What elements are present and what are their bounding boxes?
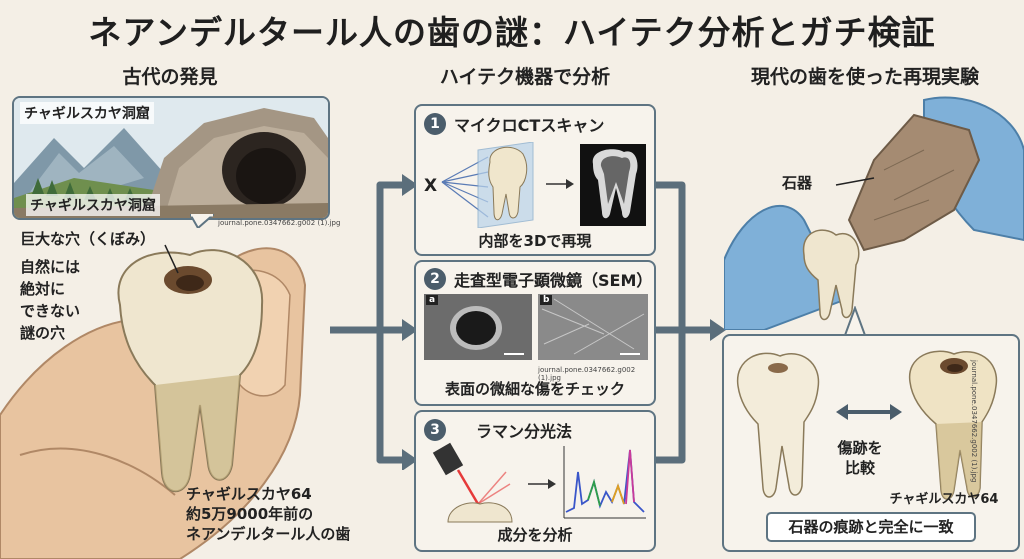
sem-image-b-label: b xyxy=(540,295,553,305)
compare-line-2: 比較 xyxy=(844,459,875,477)
xray-label: X xyxy=(424,176,438,196)
merge-arrows-right xyxy=(652,181,726,464)
sem-image-a-label: a xyxy=(426,295,439,305)
step-title-3: ラマン分光法 xyxy=(476,422,573,441)
comparison-specimen-label: チャギルスカヤ64 xyxy=(889,492,999,507)
raman-illustration xyxy=(432,442,646,523)
step-panel-sem: 2 走査型電子顕微鏡（SEM） a b journal.pone.0347662.… xyxy=(414,260,656,406)
cave-label-top: チャギルスカヤ洞窟 xyxy=(20,102,154,124)
section-heading-right: 現代の歯を使った再現実験 xyxy=(750,66,979,88)
result-box: 石器の痕跡と完全に一致 xyxy=(766,512,976,542)
step-panel-raman: 3 ラマン分光法 成分を分析 xyxy=(414,410,656,552)
bubble-tail xyxy=(190,214,214,228)
compare-line-1: 傷跡を xyxy=(837,439,883,457)
cave-panel: チャギルスカヤ洞窟 チャギルスカヤ洞窟 xyxy=(12,96,330,220)
cave-source: journal.pone.0347662.g002 (1).jpg xyxy=(218,219,341,227)
chagyrskaya-tooth xyxy=(909,350,998,500)
specimen-caption: チャギルスカヤ64 約5万9000年前の ネアンデルタール人の歯 xyxy=(186,484,386,544)
section-heading-left: 古代の発見 xyxy=(122,66,218,88)
specimen-line-1: チャギルスカヤ64 xyxy=(186,485,312,503)
step-caption-1: 内部を3Dで再現 xyxy=(478,232,592,250)
specimen-line-3: ネアンデルタール人の歯 xyxy=(186,525,351,543)
step-panel-micro-ct: 1 マイクロCTスキャン X 内部を3Dで再現 xyxy=(414,104,656,256)
step-caption-3: 成分を分析 xyxy=(497,526,573,544)
specimen-line-2: 約5万9000年前の xyxy=(186,505,314,523)
compare-label: 傷跡を 比較 xyxy=(824,438,896,478)
comparison-panel: 傷跡を 比較 journal.pone.0347662.g002 (1).jpg… xyxy=(722,334,1020,552)
step-title-1: マイクロCTスキャン xyxy=(454,116,605,135)
modern-tooth xyxy=(737,352,820,498)
page-title: ネアンデルタール人の歯の謎：ハイテク分析とガチ検証 xyxy=(88,13,936,52)
note-line-2: 絶対に xyxy=(20,280,66,298)
tooth-comparison xyxy=(737,350,998,500)
note-line-4: 謎の穴 xyxy=(20,324,66,342)
hand-holding-tooth xyxy=(0,244,307,559)
ancient-tooth xyxy=(117,249,264,493)
stone-tool-experiment xyxy=(724,96,1024,330)
step-caption-2: 表面の微細な傷をチェック xyxy=(444,380,625,398)
comparison-source: journal.pone.0347662.g002 (1).jpg xyxy=(970,360,978,483)
note-line-1: 自然には xyxy=(20,258,81,276)
sem-source: journal.pone.0347662.g002 (1).jpg xyxy=(538,366,636,382)
branch-arrows-left xyxy=(330,174,418,470)
sem-images xyxy=(424,294,648,360)
cave-label-bottom: チャギルスカヤ洞窟 xyxy=(26,194,160,216)
note-line-3: できない xyxy=(20,302,81,320)
micro-ct-illustration xyxy=(441,142,646,228)
section-heading-middle: ハイテク機器で分析 xyxy=(439,66,611,88)
hole-label: 巨大な穴（くぼみ） xyxy=(20,230,156,248)
step-number-3: 3 xyxy=(424,419,446,441)
step-title-2: 走査型電子顕微鏡（SEM） xyxy=(454,271,653,290)
step-number-2: 2 xyxy=(424,268,446,290)
step-number-1: 1 xyxy=(424,113,446,135)
stone-tool-label: 石器 xyxy=(782,174,813,192)
